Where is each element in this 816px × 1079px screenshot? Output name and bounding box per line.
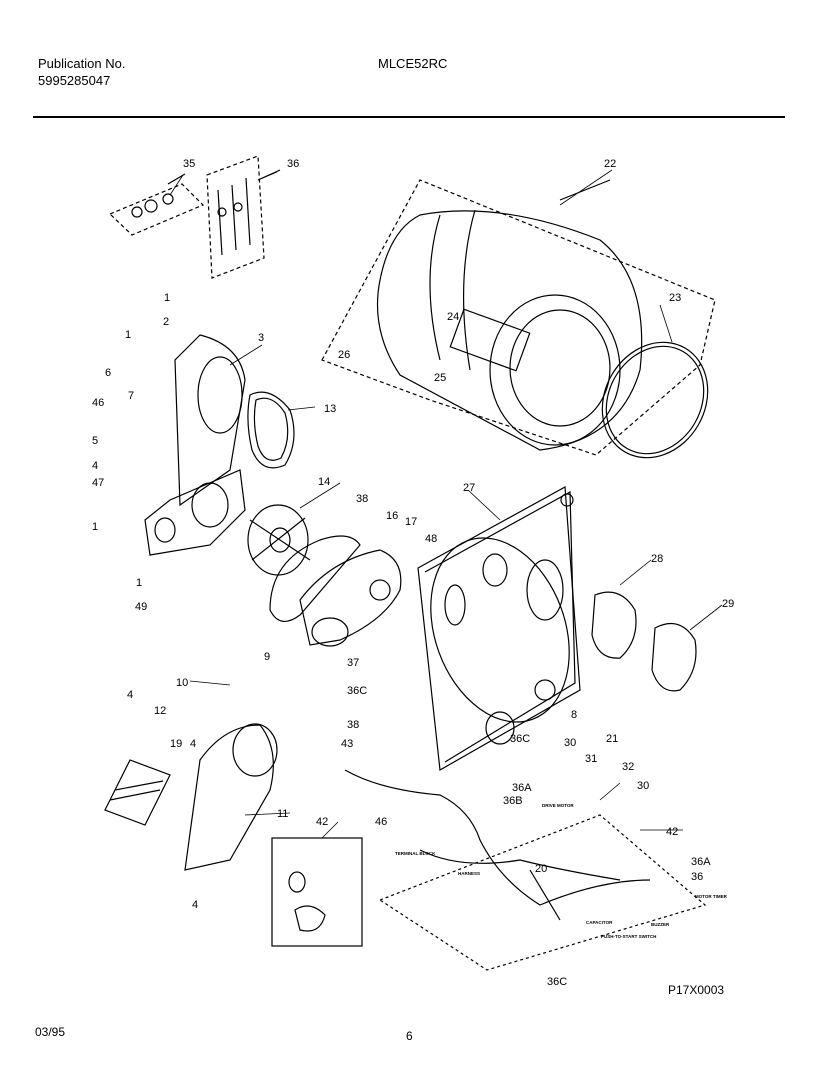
kit-39 — [271, 837, 363, 947]
label-capacitor: CAPACITOR — [586, 920, 613, 925]
callout-36b: 36B — [503, 795, 523, 807]
callout-41: 35 — [183, 158, 195, 170]
callout-3: 3 — [258, 332, 264, 344]
callout-1c: 1 — [92, 521, 98, 533]
callout-22: 22 — [604, 158, 616, 170]
header-rule — [33, 116, 785, 118]
hardware-bag-42 — [206, 155, 281, 279]
model-number: MLCE52RC — [378, 56, 448, 71]
callout-13: 13 — [324, 403, 336, 415]
label-drive-motor: DRIVE MOTOR — [542, 803, 574, 808]
callout-48: 48 — [425, 533, 437, 545]
callout-47: 47 — [92, 477, 104, 489]
callout-7: 7 — [128, 390, 134, 402]
callout-1b: 1 — [125, 329, 131, 341]
drum-22 — [321, 179, 716, 456]
drive-belt-16 — [269, 535, 361, 622]
callout-34: 37 — [347, 657, 359, 669]
page-number: 6 — [406, 1029, 413, 1043]
figure-code: P17X0003 — [668, 983, 725, 997]
callout-19: 19 — [170, 738, 182, 750]
callout-5: 5 — [92, 435, 98, 447]
label-harness: HARNESS — [458, 871, 480, 876]
callout-1d: 1 — [136, 577, 142, 589]
callout-35a: 38 — [356, 493, 368, 505]
bearing-seal-28 — [591, 591, 637, 659]
callout-36c: 36C — [547, 976, 567, 988]
callout-31: 31 — [585, 753, 597, 765]
callout-20: 20 — [535, 863, 547, 875]
label-push-to-start: PUSH-TO-START SWITCH — [601, 934, 656, 939]
callout-4d: 4 — [192, 899, 198, 911]
wiring-labels: DRIVE MOTOR TERMINAL BLOCK HARNESS CAPAC… — [395, 803, 728, 939]
callout-4c: 4 — [190, 738, 196, 750]
callout-33a: 36C — [347, 685, 367, 697]
callout-6: 6 — [105, 367, 111, 379]
callout-32: 32 — [622, 761, 634, 773]
wire-harness-36 — [344, 769, 707, 971]
callout-labels: 35 36 22 1 23 2 24 1 3 26 6 25 7 46 13 5… — [92, 158, 734, 988]
callout-25: 25 — [434, 372, 446, 384]
callout-30b: 30 — [637, 780, 649, 792]
callout-1a: 1 — [164, 292, 170, 304]
duct-seal-13 — [247, 391, 295, 469]
rear-drum-seal-23 — [601, 341, 709, 459]
hardware-bag-41 — [108, 173, 205, 236]
callout-12: 12 — [154, 705, 166, 717]
callout-14: 14 — [318, 476, 330, 488]
callout-30a: 30 — [564, 737, 576, 749]
callout-37: 42 — [666, 826, 678, 838]
callout-8: 8 — [571, 709, 577, 721]
callout-36: 36 — [691, 871, 703, 883]
publication-number: 5995285047 — [38, 73, 111, 88]
front-bulkhead — [144, 469, 246, 556]
blower-wheel-14 — [247, 504, 311, 576]
callout-4b: 4 — [127, 689, 133, 701]
callout-29: 29 — [722, 598, 734, 610]
lint-duct-11 — [184, 723, 278, 871]
leader-lines — [169, 169, 723, 839]
callout-28: 28 — [651, 553, 663, 565]
publication-label: Publication No. — [38, 56, 126, 71]
callout-43: 46 — [375, 816, 387, 828]
rear-panel-27 — [417, 486, 581, 771]
label-terminal-block: TERMINAL BLOCK — [395, 851, 436, 856]
callout-24: 24 — [447, 311, 459, 323]
callout-9: 9 — [264, 651, 270, 663]
callout-42: 36 — [287, 158, 299, 170]
callout-39: 42 — [316, 816, 328, 828]
callout-11: 11 — [277, 808, 288, 820]
lint-filter-12 — [104, 759, 171, 826]
label-buzzer: BUZZER — [651, 922, 670, 927]
footer-date: 03/95 — [35, 1025, 66, 1039]
callout-23: 23 — [669, 292, 681, 304]
callout-33b: 36C — [510, 733, 530, 745]
callout-2: 2 — [163, 316, 169, 328]
callout-10: 10 — [176, 677, 188, 689]
callout-35b: 38 — [347, 719, 359, 731]
label-motor-timer: MOTOR TIMER — [695, 894, 728, 899]
callout-36a-top: 36A — [512, 782, 532, 794]
callout-16: 16 — [386, 510, 398, 522]
callout-26: 26 — [338, 349, 350, 361]
callout-38: 43 — [341, 738, 353, 750]
exhaust-duct-3 — [174, 334, 246, 507]
callout-46a: 46 — [92, 397, 104, 409]
callout-17: 17 — [405, 516, 417, 528]
callout-27: 27 — [463, 482, 475, 494]
rear-plate-29 — [651, 622, 697, 692]
callout-49: 49 — [135, 601, 147, 613]
blower-housing-17 — [299, 549, 402, 647]
callout-4a: 4 — [92, 460, 98, 472]
callout-21: 21 — [606, 733, 618, 745]
callout-36a: 36A — [691, 856, 711, 868]
